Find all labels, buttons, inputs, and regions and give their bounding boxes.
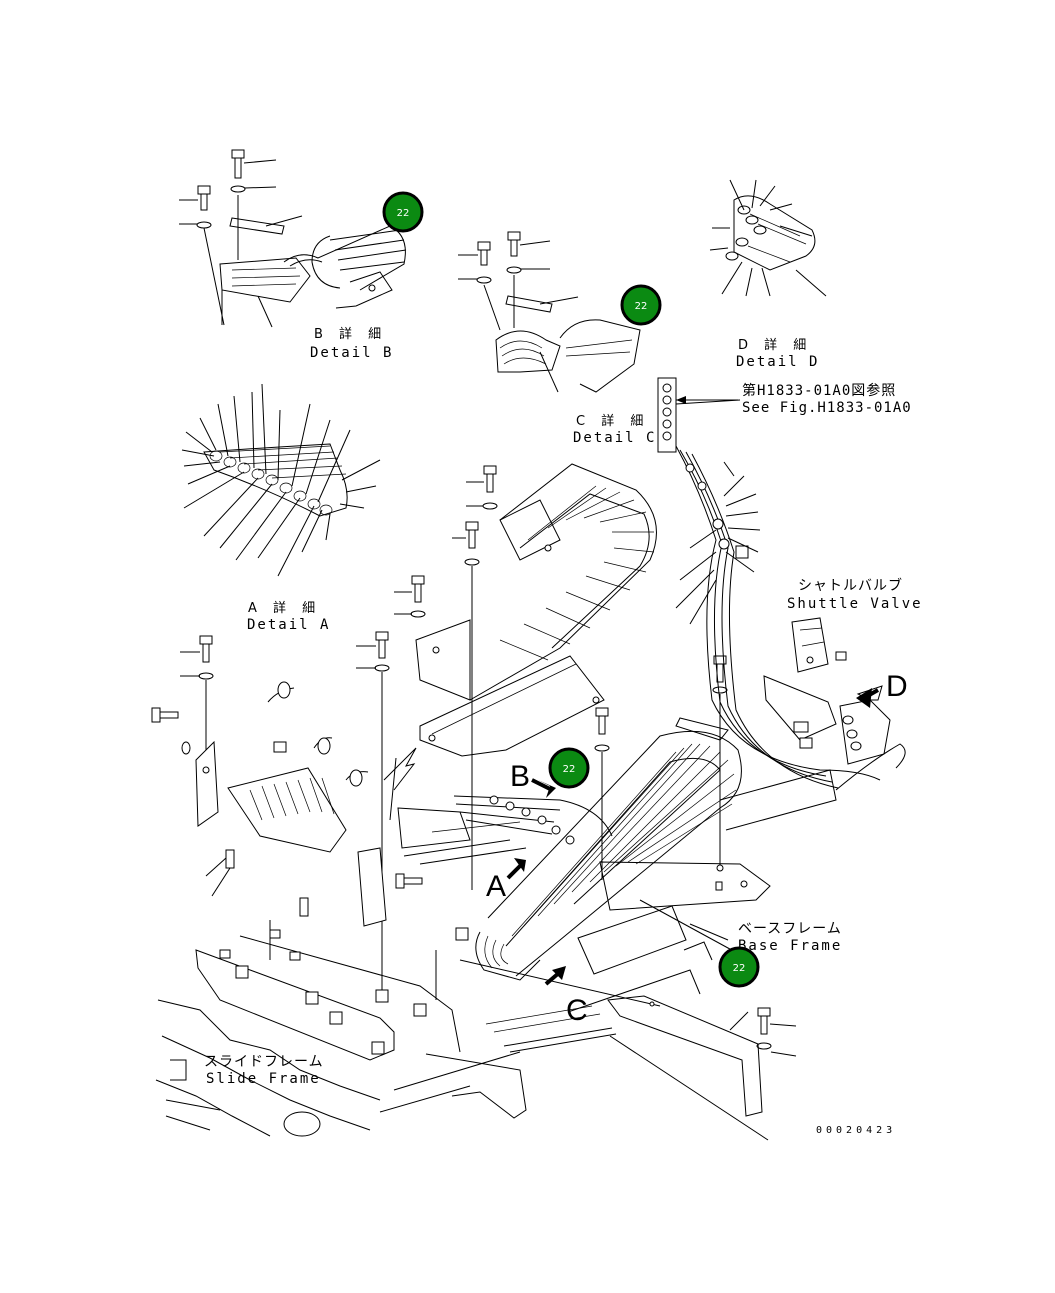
bolt bbox=[230, 149, 277, 193]
slide-frame-part bbox=[155, 857, 527, 1137]
shuttle-valve-jp: シャトルバルブ bbox=[798, 577, 903, 594]
bolt bbox=[712, 655, 728, 870]
detail-c-drawing bbox=[458, 231, 641, 393]
cover-plate bbox=[419, 655, 605, 757]
detail-c-en: Detail C bbox=[573, 430, 656, 446]
slide-frame-en: Slide Frame bbox=[206, 1071, 321, 1087]
label-detail-a: A 詳 細 Detail A bbox=[247, 600, 330, 633]
label-slide-frame: スライドフレーム Slide Frame bbox=[204, 1054, 324, 1087]
see-fig-jp: 第H1833-01A0図参照 bbox=[742, 382, 896, 399]
shuttle-valve-en: Shuttle Valve bbox=[787, 596, 923, 612]
view-letter-b: B bbox=[510, 760, 530, 793]
part-badge[interactable]: 22 bbox=[382, 191, 424, 233]
bolt bbox=[356, 631, 390, 1000]
bolt bbox=[151, 707, 191, 755]
view-letter-c: C bbox=[566, 994, 588, 1027]
lower-cable-chain bbox=[475, 717, 742, 981]
slide-rails bbox=[403, 821, 617, 1053]
label-see-fig: 第H1833-01A0図参照 See Fig.H1833-01A0 bbox=[742, 382, 912, 416]
bolt bbox=[466, 465, 498, 510]
detail-b-drawing bbox=[179, 149, 407, 328]
upper-cable-chain bbox=[415, 463, 657, 701]
bolt bbox=[506, 231, 551, 274]
detail-a-en: Detail A bbox=[247, 617, 330, 633]
label-detail-d: D 詳 細 Detail D bbox=[736, 337, 819, 370]
label-detail-b: B 詳 細 Detail B bbox=[310, 326, 393, 361]
bolt bbox=[594, 707, 610, 880]
view-arrow-d bbox=[856, 688, 879, 708]
view-letter-a: A bbox=[486, 870, 506, 903]
label-shuttle-valve: シャトルバルブ Shuttle Valve bbox=[787, 577, 923, 612]
detail-b-jp: B 詳 細 bbox=[314, 326, 387, 342]
part-badge-label: 22 bbox=[733, 963, 746, 974]
part-badge[interactable]: 22 bbox=[718, 946, 760, 988]
drawing-code: 00020423 bbox=[816, 1125, 896, 1136]
bolt bbox=[394, 575, 426, 618]
part-badge-label: 22 bbox=[397, 208, 410, 219]
detail-d-jp: D 詳 細 bbox=[738, 337, 812, 353]
part-badge[interactable]: 22 bbox=[548, 747, 590, 789]
b-view-hoses bbox=[383, 747, 613, 849]
bolt bbox=[395, 873, 423, 889]
detail-c-jp: C 詳 細 bbox=[576, 413, 649, 429]
part-badge[interactable]: 22 bbox=[620, 284, 662, 326]
slide-frame-jp: スライドフレーム bbox=[204, 1054, 324, 1070]
bolt bbox=[452, 521, 480, 890]
label-detail-c: C 詳 細 Detail C bbox=[573, 413, 656, 446]
base-frame-part bbox=[435, 861, 771, 1141]
detail-b-en: Detail B bbox=[310, 345, 393, 361]
view-letter-d: D bbox=[886, 670, 908, 703]
hose-bundle bbox=[657, 377, 906, 831]
base-frame-en: Base Frame bbox=[738, 938, 842, 954]
base-frame-jp: ベースフレーム bbox=[738, 921, 842, 937]
view-arrow-c bbox=[544, 966, 566, 986]
part-badge-label: 22 bbox=[635, 301, 648, 312]
bolt bbox=[756, 1007, 797, 1057]
label-base-frame: ベースフレーム Base Frame bbox=[738, 921, 842, 954]
manifold-block bbox=[225, 681, 369, 917]
see-fig-en: See Fig.H1833-01A0 bbox=[742, 400, 912, 416]
view-arrow-a bbox=[506, 858, 526, 880]
detail-a-drawing bbox=[181, 383, 381, 577]
detail-d-drawing bbox=[709, 179, 827, 297]
bolt bbox=[458, 241, 492, 284]
view-arrow-b bbox=[531, 778, 556, 798]
support-bracket bbox=[195, 740, 387, 927]
detail-d-en: Detail D bbox=[736, 354, 819, 370]
bolt bbox=[179, 185, 225, 326]
part-badge-label: 22 bbox=[563, 764, 576, 775]
detail-a-jp: A 詳 細 bbox=[248, 600, 321, 616]
